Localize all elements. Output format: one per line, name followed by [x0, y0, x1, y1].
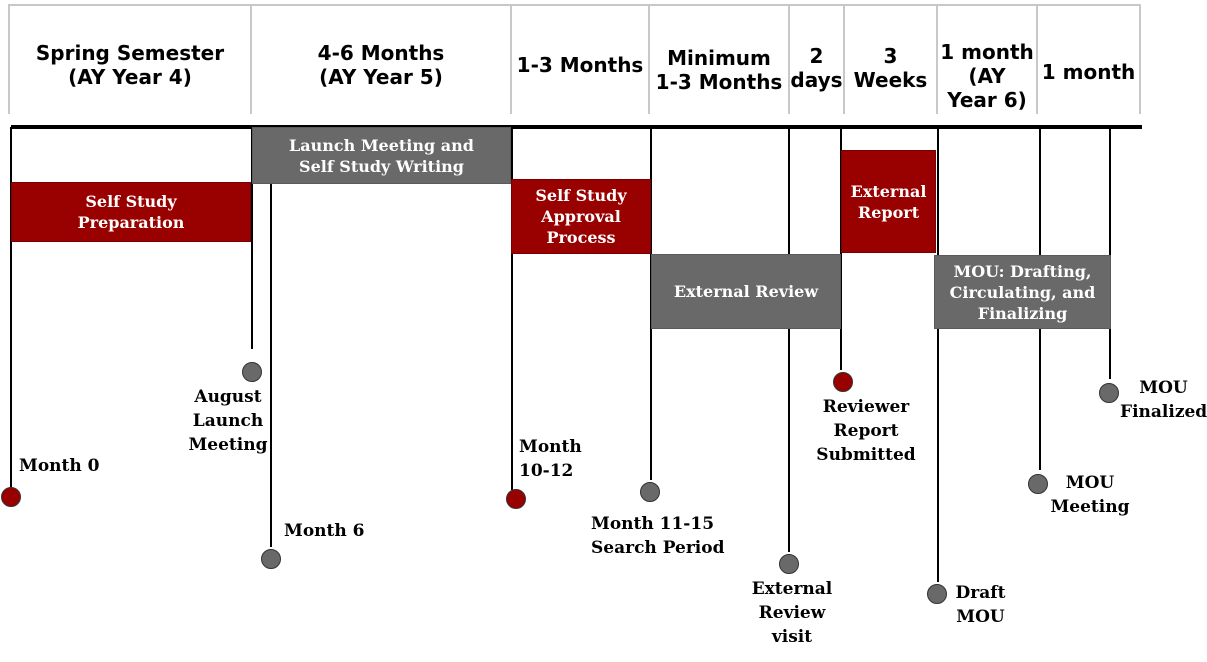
connector-line — [511, 127, 513, 490]
header-divider — [788, 4, 790, 114]
connector-line — [840, 127, 842, 370]
connector-line — [10, 127, 12, 490]
connector-line — [1109, 127, 1111, 379]
milestone-label-august-launch: August Launch Meeting — [188, 387, 268, 455]
header-divider — [1036, 4, 1038, 114]
milestone-label-reviewer-report: Reviewer Report Submitted — [816, 397, 916, 465]
milestone-label-external-review-visit: External Review visit — [751, 579, 833, 647]
phase-mou-drafting: MOU: Drafting, Circulating, and Finalizi… — [934, 255, 1111, 329]
milestone-marker — [261, 549, 281, 569]
connector-line — [251, 127, 253, 349]
connector-line — [270, 183, 272, 547]
header-1-month: 1 month — [1041, 60, 1136, 84]
milestone-marker — [1099, 383, 1119, 403]
milestone-label-month-10-12: Month 10-12 — [519, 437, 582, 481]
milestone-label-mou-finalized: MOU Finalized — [1120, 378, 1207, 422]
milestone-marker — [640, 482, 660, 502]
header-3-weeks: 3 Weeks — [853, 43, 928, 92]
milestone-label-draft-mou: Draft MOU — [955, 583, 1006, 627]
header-2-days: 2 days — [790, 43, 843, 92]
milestone-marker — [833, 372, 853, 392]
header-4-6-months: 4-6 Months (AY Year 5) — [317, 41, 445, 89]
header-top-rule — [8, 4, 1141, 6]
connector-line — [788, 127, 790, 552]
timeline-baseline — [11, 125, 1142, 129]
header-divider — [510, 4, 512, 114]
header-divider — [843, 4, 845, 114]
header-divider — [936, 4, 938, 114]
milestone-marker — [242, 362, 262, 382]
milestone-marker — [779, 554, 799, 574]
connector-line — [937, 127, 939, 582]
phase-external-report: External Report — [841, 150, 936, 253]
milestone-marker — [1, 487, 21, 507]
header-1-month-ay-year-6: 1 month (AY Year 6) — [940, 40, 1034, 112]
milestone-marker — [506, 489, 526, 509]
milestone-label-month-6: Month 6 — [284, 521, 365, 541]
phase-self-study-approval: Self Study Approval Process — [511, 179, 651, 254]
header-divider — [1139, 4, 1141, 114]
header-divider — [648, 4, 650, 114]
milestone-label-month-0: Month 0 — [19, 456, 100, 476]
connector-line — [650, 127, 652, 480]
milestone-marker — [1028, 474, 1048, 494]
phase-self-study-preparation: Self Study Preparation — [11, 182, 251, 242]
milestone-label-search-period: Month 11-15 Search Period — [591, 514, 725, 558]
phase-launch-meeting-writing: Launch Meeting and Self Study Writing — [252, 127, 511, 184]
phase-external-review: External Review — [651, 254, 841, 329]
header-minimum-1-3-months: Minimum 1-3 Months — [655, 46, 783, 94]
header-divider — [8, 4, 10, 114]
header-spring-semester: Spring Semester (AY Year 4) — [35, 41, 225, 89]
milestone-marker — [927, 584, 947, 604]
header-divider — [250, 4, 252, 114]
header-1-3-months: 1-3 Months — [516, 53, 644, 77]
milestone-label-mou-meeting: MOU Meeting — [1050, 473, 1130, 517]
